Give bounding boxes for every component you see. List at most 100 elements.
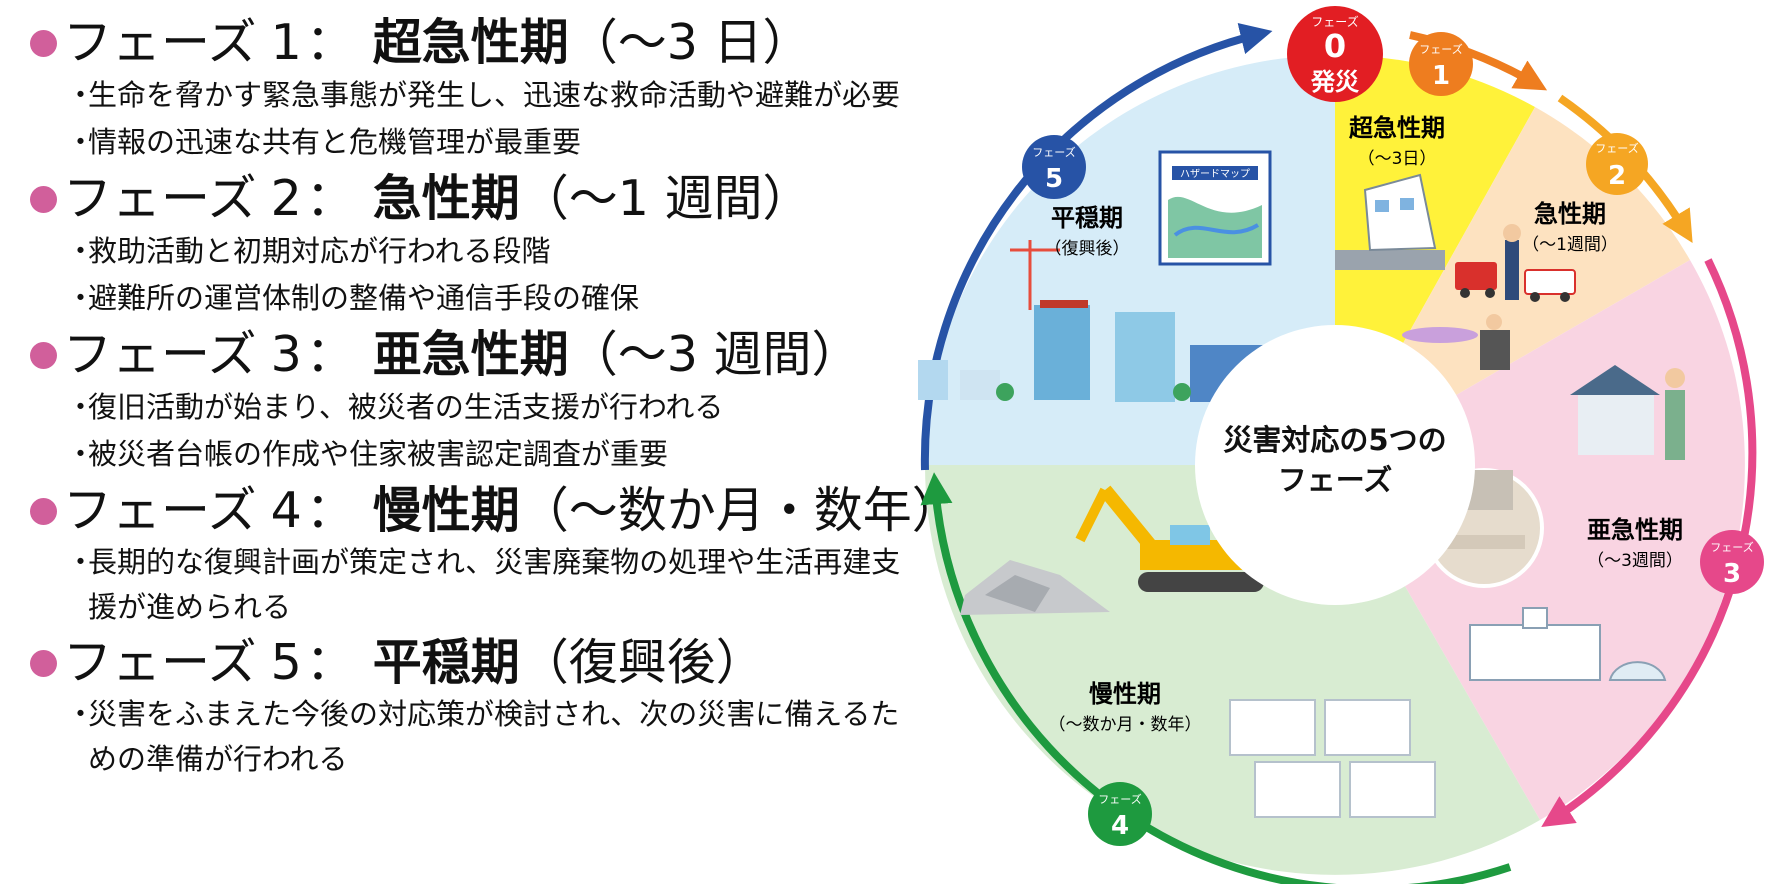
- svg-text:2: 2: [1608, 161, 1626, 191]
- phase-heading-number: 4: [270, 482, 302, 539]
- phase-bullet-item: ・復旧活動が始まり、被災者の生活支援が行われる: [66, 384, 1028, 431]
- phase-bullet-item: ・避難所の運営体制の整備や通信手段の確保: [66, 275, 1028, 322]
- heading-bullet-dot: [30, 29, 57, 57]
- phase-heading-period: （〜数か月・数年）: [519, 482, 961, 539]
- hazard-map-label: ハザードマップ: [1180, 168, 1250, 180]
- phase2-badge: フェーズ 2: [1586, 133, 1648, 195]
- phase-bullet-item: ・長期的な復興計画が策定され、災害廃棄物の処理や生活再建支援が進められる: [66, 540, 908, 630]
- phase-heading-separator: ：: [305, 634, 355, 691]
- phase-heading-separator: ：: [305, 170, 355, 227]
- svg-text:0: 0: [1324, 27, 1346, 65]
- heading-bullet-dot: [30, 185, 57, 213]
- heading-bullet-dot: [30, 497, 57, 525]
- phase-heading-number: 2: [270, 170, 302, 227]
- phase-heading-number: 5: [270, 634, 302, 691]
- disaster-phase-cycle-diagram: ハザードマップ: [918, 6, 1764, 884]
- phase2-period: （〜1週間）: [1522, 235, 1618, 255]
- arc-phase1: [1409, 31, 1548, 91]
- phase4-badge: フェーズ 4: [1088, 782, 1152, 846]
- phase5-period: （復興後）: [1045, 239, 1130, 259]
- phase-heading-prefix: フェーズ: [63, 326, 257, 383]
- phase-bullet-list: ・救助活動と初期対応が行われる段階・避難所の運営体制の整備や通信手段の確保: [66, 228, 990, 322]
- phase-heading-name: 平穏期: [372, 634, 520, 691]
- svg-text:1: 1: [1432, 61, 1450, 91]
- phase-heading-prefix: フェーズ: [63, 482, 257, 539]
- phase-heading-period: （〜3 週間）: [568, 326, 861, 383]
- center-circle: [1195, 325, 1475, 605]
- phase1-name: 超急性期: [1349, 114, 1445, 142]
- phase-bullet-item: ・救助活動と初期対応が行われる段階: [66, 228, 1028, 275]
- svg-text:4: 4: [1111, 811, 1129, 841]
- phase-heading-prefix: フェーズ: [63, 634, 257, 691]
- bullet-mark: ・: [66, 390, 96, 424]
- phase-bullet-list: ・生命を脅かす緊急事態が発生し、迅速な救命活動や避難が必要・情報の迅速な共有と危…: [66, 72, 990, 166]
- phase-heading-name: 慢性期: [372, 482, 520, 539]
- phase-heading-prefix: フェーズ: [63, 170, 257, 227]
- phase-heading-period: （〜1 週間）: [519, 170, 812, 227]
- school-building-illustration: [1469, 607, 1667, 681]
- phase-heading-number: 1: [270, 14, 302, 71]
- phase-bullet-text: 生命を脅かす緊急事態が発生し、迅速な救命活動や避難が必要: [88, 78, 901, 112]
- svg-text:フェーズ: フェーズ: [1311, 14, 1358, 29]
- bullet-mark: ・: [66, 125, 96, 159]
- svg-text:発災: 発災: [1310, 68, 1360, 96]
- phase-bullet-text: 避難所の運営体制の整備や通信手段の確保: [88, 281, 640, 315]
- svg-text:3: 3: [1723, 559, 1741, 589]
- phase3-period: （〜3週間）: [1587, 551, 1683, 571]
- phase-bullet-list: ・長期的な復興計画が策定され、災害廃棄物の処理や生活再建支援が進められる: [66, 540, 990, 630]
- bullet-mark: ・: [66, 234, 96, 268]
- phase-bullet-text: 長期的な復興計画が策定され、災害廃棄物の処理や生活再建支援が進められる: [88, 545, 901, 624]
- phase-bullet-item: ・生命を脅かす緊急事態が発生し、迅速な救命活動や避難が必要: [66, 72, 1028, 119]
- svg-text:フェーズ: フェーズ: [1595, 141, 1638, 155]
- phase-heading-period: （〜3 日）: [568, 14, 812, 71]
- svg-text:フェーズ: フェーズ: [1710, 540, 1753, 554]
- svg-text:フェーズ: フェーズ: [1419, 42, 1462, 56]
- phase-bullet-list: ・災害をふまえた今後の対応策が検討され、次の災害に備えるための準備が行われる: [66, 692, 990, 782]
- svg-text:フェーズ: フェーズ: [1032, 145, 1075, 159]
- phase-bullet-item: ・災害をふまえた今後の対応策が検討され、次の災害に備えるための準備が行われる: [66, 692, 908, 782]
- phase-heading-name: 急性期: [372, 170, 520, 227]
- phase-heading-name: 亜急性期: [372, 326, 569, 383]
- svg-text:フェーズ: フェーズ: [1098, 792, 1141, 806]
- bullet-mark: ・: [66, 78, 96, 112]
- phase-heading-number: 3: [270, 326, 302, 383]
- phase-heading-name: 超急性期: [372, 14, 569, 71]
- phase1-period: （〜3日）: [1358, 149, 1437, 169]
- phase3-name: 亜急性期: [1587, 516, 1683, 544]
- heading-bullet-dot: [30, 341, 57, 369]
- phase-bullet-text: 救助活動と初期対応が行われる段階: [88, 234, 551, 268]
- center-title-line2: フェーズ: [1278, 463, 1393, 497]
- phase-bullet-text: 情報の迅速な共有と危機管理が最重要: [88, 125, 582, 159]
- phase5-badge: フェーズ 5: [1022, 135, 1086, 199]
- svg-text:5: 5: [1045, 164, 1063, 194]
- phase0-badge: フェーズ 0 発災: [1287, 6, 1383, 102]
- house-inspection-illustration: [1570, 365, 1685, 460]
- phase5-name: 平穏期: [1051, 204, 1123, 232]
- phase1-badge: フェーズ 1: [1409, 32, 1473, 96]
- phase-bullet-text: 復旧活動が始まり、被災者の生活支援が行われる: [88, 390, 724, 424]
- phase-heading-period: （復興後）: [519, 634, 765, 691]
- phase-bullet-text: 被災者台帳の作成や住家被害認定調査が重要: [88, 437, 669, 471]
- bullet-mark: ・: [66, 697, 96, 731]
- hazard-map-illustration: ハザードマップ: [1158, 150, 1272, 266]
- phase-heading-separator: ：: [305, 326, 355, 383]
- heading-bullet-dot: [30, 649, 57, 677]
- phase-heading-separator: ：: [305, 482, 355, 539]
- excavator-illustration: [1075, 485, 1264, 592]
- collapsed-building-illustration: [1335, 173, 1445, 270]
- phase-bullet-item: ・情報の迅速な共有と危機管理が最重要: [66, 119, 1028, 166]
- temporary-housing-illustration: [1229, 699, 1436, 818]
- phase3-badge: フェーズ 3: [1700, 530, 1764, 594]
- phase4-period: （〜数か月・数年）: [1049, 715, 1202, 735]
- debris-pile-illustration: [960, 560, 1110, 615]
- phase-heading-separator: ：: [305, 14, 355, 71]
